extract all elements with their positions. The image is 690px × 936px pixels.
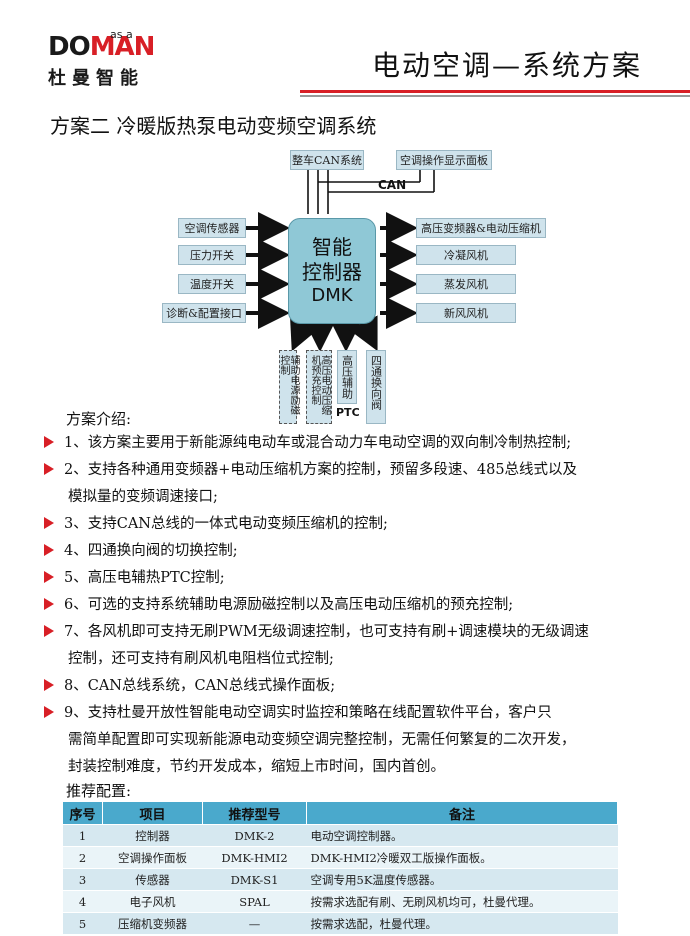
bullet-arrow-icon	[44, 544, 54, 556]
can-bus-lines	[307, 170, 435, 214]
header-model: 推荐型号	[202, 801, 307, 825]
ac-panel-box: 空调操作显示面板	[396, 150, 492, 170]
core-line1: 智能	[312, 234, 352, 259]
bullet-arrow-icon	[44, 625, 54, 637]
header-item: 项目	[102, 801, 203, 825]
input-box-diagnostic: 诊断&配置接口	[162, 303, 246, 323]
bullet-arrow-icon	[44, 679, 54, 691]
intro-item-6: 6、可选的支持系统辅助电源励磁控制以及高压电动压缩机的预充控制;	[44, 592, 513, 618]
intro-item-2-cont: 模拟量的变频调速接口;	[68, 489, 218, 505]
bottom-box-hv-aux: 高压辅助	[337, 350, 357, 404]
recommend-title: 推荐配置:	[66, 782, 132, 800]
recommend-table: 序号 项目 推荐型号 备注 1 控制器 DMK-2 电动空调控制器。 2 空调操…	[62, 801, 618, 935]
intro-item-7: 7、各风机即可支持无刷PWM无级调速控制，也可支持有刷+调速模块的无级调速	[44, 619, 589, 645]
intro-item-1: 1、该方案主要用于新能源纯电动车或混合动力车电动空调的双向制冷制热控制;	[44, 430, 571, 456]
intro-title: 方案介绍:	[66, 410, 132, 428]
section-title: 方案二 冷暖版热泵电动变频空调系统	[50, 114, 377, 138]
system-diagram: 整车CAN系统 空调操作显示面板 CAN 空调传感器 压力开关 温度开关 诊断&…	[0, 0, 690, 430]
table-row: 3 传感器 DMK-S1 空调专用5K温度传感器。	[62, 868, 618, 891]
bullet-arrow-icon	[44, 706, 54, 718]
header-remark: 备注	[306, 801, 618, 825]
document-title: 电动空调—系统方案	[371, 49, 642, 82]
smart-controller-core: 智能 控制器 DMK	[288, 218, 376, 324]
table-row: 4 电子风机 SPAL 按需求选配有刷、无刷风机均可，杜曼代理。	[62, 890, 618, 913]
intro-item-2: 2、支持各种通用变频器+电动压缩机方案的控制，预留多段速、485总线式以及	[44, 457, 577, 483]
title-rule-red	[300, 90, 690, 93]
can-label: CAN	[378, 178, 407, 192]
input-box-temp-switch: 温度开关	[178, 274, 246, 294]
intro-item-3: 3、支持CAN总线的一体式电动变频压缩机的控制;	[44, 511, 388, 537]
bullet-arrow-icon	[44, 463, 54, 475]
vehicle-can-box: 整车CAN系统	[290, 150, 364, 170]
bottom-box-4way-valve: 四通换向阀	[366, 350, 386, 424]
bottom-arrows	[289, 315, 378, 352]
input-box-ac-sensor: 空调传感器	[178, 218, 246, 238]
output-arrows	[380, 212, 418, 329]
intro-item-5: 5、高压电辅热PTC控制;	[44, 565, 225, 591]
bullet-arrow-icon	[44, 598, 54, 610]
intro-item-9-cont-2: 封装控制难度，节约开发成本，缩短上市时间，国内首创。	[68, 759, 445, 775]
output-box-fresh-air-fan: 新风风机	[416, 303, 516, 323]
ptc-label: PTC	[336, 406, 360, 419]
intro-item-7-cont: 控制，还可支持有刷风机电阻档位式控制;	[68, 651, 334, 667]
output-box-compressor: 高压变频器&电动压缩机	[416, 218, 546, 238]
intro-item-9: 9、支持杜曼开放性智能电动空调实时监控和策略在线配置软件平台，客户只	[44, 700, 552, 726]
bullet-arrow-icon	[44, 436, 54, 448]
bottom-box-aux-power: 辅助电源励磁控制	[278, 350, 299, 424]
diagram-connectors	[246, 170, 435, 352]
table-row: 1 控制器 DMK-2 电动空调控制器。	[62, 824, 618, 847]
header-index: 序号	[62, 801, 103, 825]
table-row: 2 空调操作面板 DMK-HMI2 DMK-HMI2冷暖双工版操作面板。	[62, 846, 618, 869]
bottom-box-precharge: 高压电动压缩机预充控制	[306, 350, 332, 424]
intro-item-9-cont-1: 需简单配置即可实现新能源电动变频空调完整控制，无需任何繁复的二次开发，	[68, 732, 576, 748]
core-model: DMK	[311, 284, 353, 306]
input-arrows	[246, 212, 290, 329]
intro-item-8: 8、CAN总线系统，CAN总线式操作面板;	[44, 673, 335, 699]
logo-mark: DOMAN	[48, 32, 156, 62]
output-box-evaporator-fan: 蒸发风机	[416, 274, 516, 294]
input-box-pressure-switch: 压力开关	[178, 245, 246, 265]
logo-chinese-name: 杜曼智能	[48, 68, 144, 89]
logo-man: MAN	[89, 32, 156, 62]
logo-do: DO	[48, 32, 91, 62]
table-header-row: 序号 项目 推荐型号 备注	[62, 801, 618, 825]
output-box-condenser-fan: 冷凝风机	[416, 245, 516, 265]
core-line2: 控制器	[302, 259, 362, 284]
company-logo: DOMAN as a 杜曼智能	[48, 28, 168, 90]
intro-item-4: 4、四通换向阀的切换控制;	[44, 538, 238, 564]
logo-asa: as a	[110, 28, 133, 41]
bullet-arrow-icon	[44, 571, 54, 583]
title-rule-gray	[300, 95, 690, 97]
bullet-arrow-icon	[44, 517, 54, 529]
table-row: 5 压缩机变频器 — 按需求选配，杜曼代理。	[62, 912, 618, 935]
